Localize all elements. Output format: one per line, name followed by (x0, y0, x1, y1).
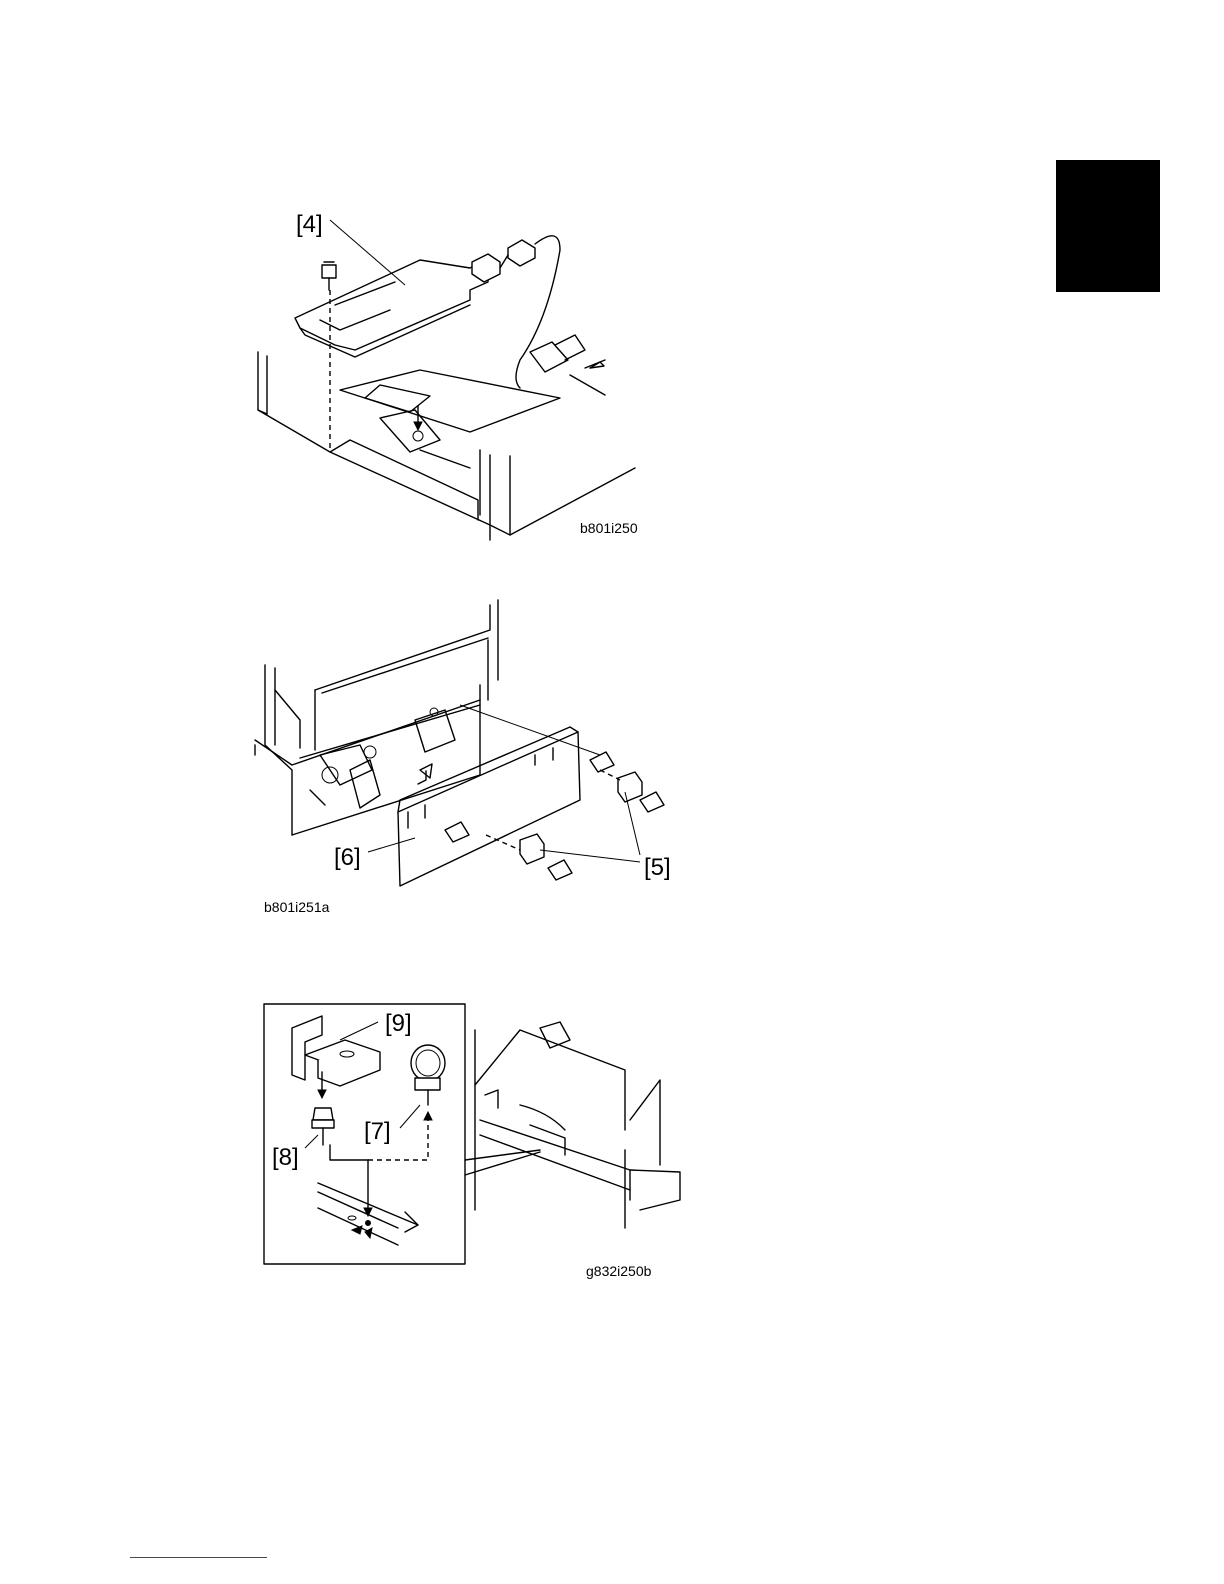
figure-code-3: g832i250b (586, 1264, 651, 1278)
callout-7: [7] (364, 1120, 391, 1144)
footer-link-underline[interactable] (130, 1557, 267, 1558)
callout-8: [8] (272, 1146, 299, 1170)
callout-9: [9] (385, 1012, 412, 1036)
